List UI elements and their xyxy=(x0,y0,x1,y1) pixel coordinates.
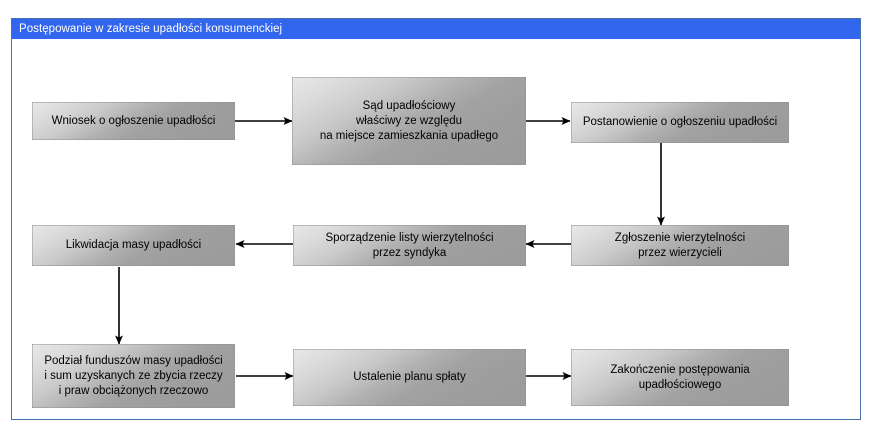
node-line: upadłościowego xyxy=(638,378,722,391)
node-line: Likwidacja masy upadłości xyxy=(65,239,202,251)
node-line: Wniosek o ogłoszenie upadłości xyxy=(51,114,216,127)
node-line: Sporządzenie listy wierzytelności xyxy=(325,231,494,244)
node-line: przez syndyka xyxy=(372,246,447,259)
node-sad-upadlosciowy[interactable]: Sąd upadłościowy właściwy ze względu na … xyxy=(292,77,526,165)
node-podzial-funduszow-masy-upadlosci[interactable]: Podział funduszów masy upadłości i sum u… xyxy=(32,344,235,408)
node-line: i sum uzyskanych ze zbycia rzeczy xyxy=(44,369,223,382)
node-line: Podział funduszów masy upadłości xyxy=(44,354,223,367)
node-postanowienie-o-ogloszeniu-upadlosci[interactable]: Postanowienie o ogłoszeniu upadłości xyxy=(571,102,789,143)
node-line: przez wierzycieli xyxy=(638,246,722,259)
node-zakonczenie-postepowania[interactable]: Zakończenie postępowania upadłościowego xyxy=(571,349,789,406)
node-zgloszenie-wierzytelnosci[interactable]: Zgłoszenie wierzytelności przez wierzyci… xyxy=(571,225,789,266)
node-sporzadzenie-listy-wierzytelnosci[interactable]: Sporządzenie listy wierzytelności przez … xyxy=(293,225,526,266)
node-wniosek-o-ogloszenie-upadlosci[interactable]: Wniosek o ogłoszenie upadłości xyxy=(32,102,235,140)
node-ustalenie-planu-splaty[interactable]: Ustalenie planu spłaty xyxy=(293,349,526,406)
node-line: Postanowienie o ogłoszeniu upadłości xyxy=(582,116,778,128)
node-line: Zakończenie postępowania xyxy=(610,363,750,376)
node-line: właściwy ze względu xyxy=(355,114,463,127)
diagram-canvas: Wniosek o ogłoszenie upadłości Sąd upadł… xyxy=(12,39,860,420)
node-line: i praw obciążonych rzeczowo xyxy=(58,384,209,397)
node-likwidacja-masy-upadlosci[interactable]: Likwidacja masy upadłości xyxy=(32,225,235,266)
node-line: Ustalenie planu spłaty xyxy=(353,371,466,383)
node-line: Sąd upadłościowy xyxy=(362,99,456,112)
window-titlebar: Postępowanie w zakresie upadłości konsum… xyxy=(12,19,860,39)
window-title: Postępowanie w zakresie upadłości konsum… xyxy=(19,23,283,35)
node-line: Zgłoszenie wierzytelności xyxy=(614,231,746,244)
node-line: na miejsce zamieszkania upadłego xyxy=(319,129,499,142)
diagram-window: Postępowanie w zakresie upadłości konsum… xyxy=(11,18,861,420)
